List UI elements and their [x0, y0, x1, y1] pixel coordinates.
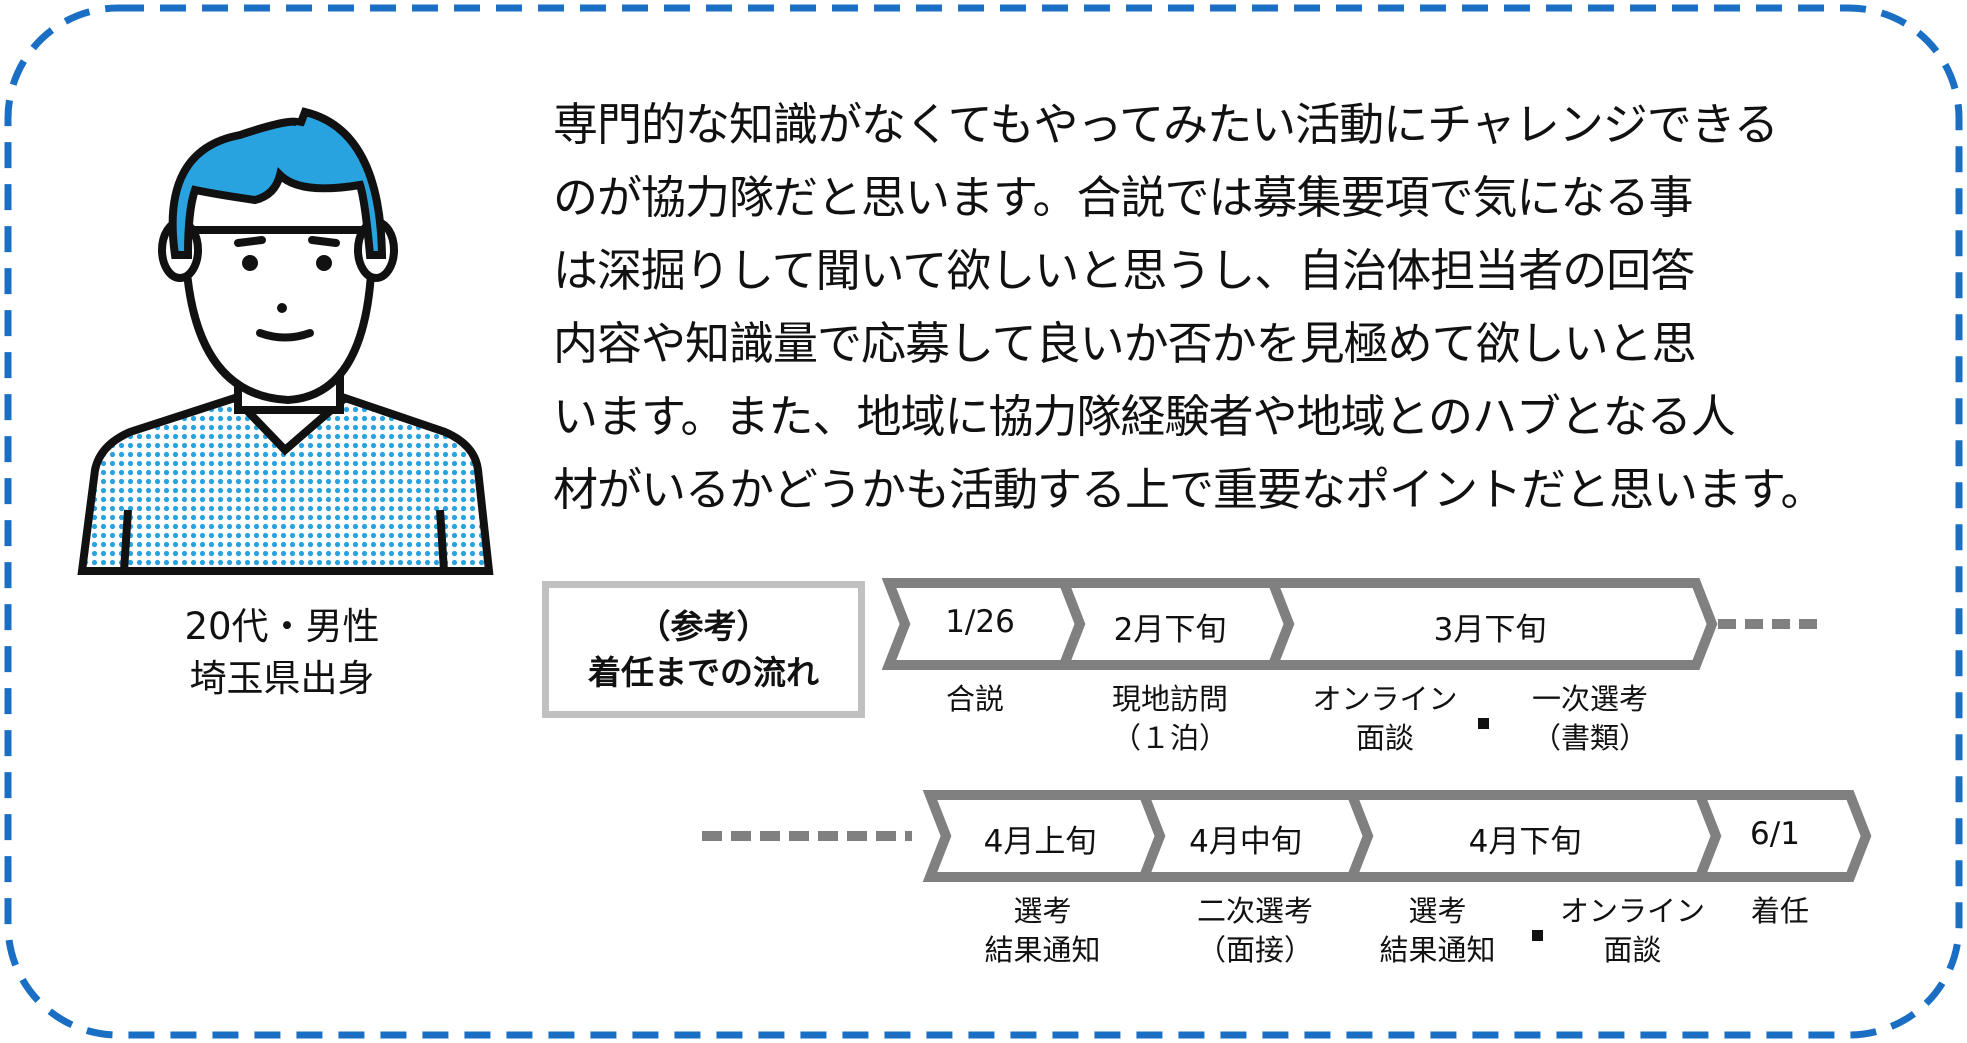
face — [180, 226, 377, 405]
step-label: 選考 — [1013, 894, 1072, 928]
step-label: 面談 — [1355, 721, 1414, 755]
step-date: 6/1 — [1750, 816, 1800, 852]
quote-line: 内容や知識量で応募して良いか否かを見極めて欲しいと思 — [553, 317, 1697, 370]
reference-box: （参考） 着任までの流れ — [542, 581, 865, 718]
step-label: 結果通知 — [1379, 933, 1496, 967]
step-label: 着任 — [1750, 894, 1809, 928]
step-label: 面談 — [1603, 933, 1662, 967]
step-label: 一次選考 — [1531, 682, 1648, 716]
step-date: 2月下旬 — [1113, 612, 1227, 648]
timeline-chevron — [1692, 790, 1872, 882]
step-label: 合説 — [945, 682, 1004, 716]
step-label: 選考 — [1408, 894, 1467, 928]
profile-origin: 埼玉県出身 — [189, 657, 375, 700]
quote-line: のが協力隊だと思います。合説では募集要項で気になる事 — [553, 171, 1694, 224]
step-label: オンライン — [1312, 682, 1458, 716]
step-date: 4月上旬 — [983, 824, 1097, 860]
profile-age-gender: 20代・男性 — [184, 605, 380, 648]
dashed-frame — [4, 4, 1963, 1039]
separator-dot — [1532, 930, 1543, 941]
step-date: 4月中旬 — [1189, 824, 1302, 860]
quote-line: 材がいるかどうかも活動する上で重要なポイントだと思います。 — [553, 463, 1826, 516]
step-label: 結果通知 — [984, 933, 1101, 967]
step-date: 1/26 — [945, 604, 1015, 640]
step-label: （１泊） — [1111, 721, 1228, 755]
quote-line: います。また、地域に協力隊経験者や地域とのハブとなる人 — [553, 390, 1736, 443]
step-label: 現地訪問 — [1111, 682, 1228, 716]
hair — [168, 107, 387, 259]
step-label: オンライン — [1559, 894, 1705, 928]
testimonial-text: 専門的な知識がなくてもやってみたい活動にチャレンジできる のが協力隊だと思います… — [553, 88, 1953, 526]
quote-line: は深掘りして聞いて欲しいと思うし、自治体担当者の回答 — [553, 244, 1695, 297]
step-label: （面接） — [1196, 933, 1313, 967]
step-label: （書類） — [1531, 721, 1648, 755]
person-illustration — [77, 107, 494, 575]
separator-dot — [1478, 718, 1489, 729]
reference-title: 着任までの流れ — [588, 652, 819, 692]
quote-line: 専門的な知識がなくてもやってみたい活動にチャレンジできる — [553, 98, 1779, 151]
timeline-chevron — [1265, 578, 1718, 670]
step-date: 4月下旬 — [1468, 824, 1582, 860]
step-label: 二次選考 — [1196, 894, 1313, 928]
step-date: 3月下旬 — [1433, 612, 1547, 648]
reference-label: （参考） — [637, 606, 770, 646]
